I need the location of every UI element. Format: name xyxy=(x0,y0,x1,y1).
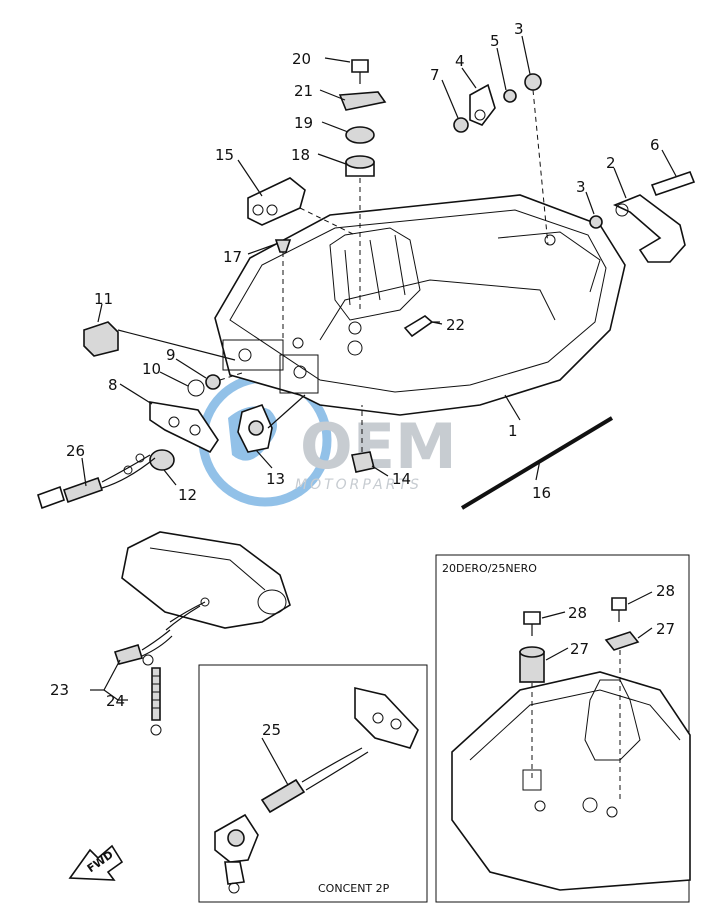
callout-24: 24 xyxy=(106,692,125,710)
plate-part-8 xyxy=(149,401,219,454)
callout-8: 8 xyxy=(108,376,118,394)
bracket-part xyxy=(589,170,696,263)
callout-3-top: 3 xyxy=(514,20,524,38)
model-box-title: 20DERO/25NERO xyxy=(442,562,537,575)
callout-11: 11 xyxy=(94,290,113,308)
callout-12: 12 xyxy=(178,486,197,504)
callout-5: 5 xyxy=(490,32,500,50)
grommet-part-13 xyxy=(237,394,306,453)
cap-part-12 xyxy=(149,449,175,471)
grommet-part-17 xyxy=(274,239,292,340)
callout-27-right: 27 xyxy=(656,620,675,638)
callout-4: 4 xyxy=(455,52,465,70)
callout-3-right: 3 xyxy=(576,178,586,196)
callout-28-right: 28 xyxy=(656,582,675,600)
callout-15: 15 xyxy=(215,146,234,164)
callout-26: 26 xyxy=(66,442,85,460)
callout-23: 23 xyxy=(50,681,69,699)
callout-1: 1 xyxy=(508,422,518,440)
callout-9: 9 xyxy=(166,346,176,364)
plug-part-11 xyxy=(83,321,236,361)
callout-22: 22 xyxy=(446,316,465,334)
callout-18: 18 xyxy=(291,146,310,164)
callout-7: 7 xyxy=(430,66,440,84)
wire-harness-26 xyxy=(37,453,156,510)
callout-20: 20 xyxy=(292,50,311,68)
callout-28-left: 28 xyxy=(568,604,587,622)
cable-parts-23-24 xyxy=(90,629,173,736)
washers-9-10 xyxy=(187,371,246,397)
callout-25: 25 xyxy=(262,721,281,739)
callout-13: 13 xyxy=(266,470,285,488)
callout-16: 16 xyxy=(532,484,551,502)
callout-2: 2 xyxy=(606,154,616,172)
callout-19: 19 xyxy=(294,114,313,132)
callout-10: 10 xyxy=(142,360,161,378)
hinge-part xyxy=(247,177,356,236)
leader-lines xyxy=(81,35,677,661)
concent-box-title: CONCENT 2P xyxy=(318,882,390,895)
callout-labels: 20 21 19 18 15 17 7 4 5 3 6 2 3 11 9 10 … xyxy=(50,20,675,739)
bottom-cowling xyxy=(214,194,626,416)
callout-21: 21 xyxy=(294,82,313,100)
callout-14: 14 xyxy=(392,470,411,488)
watermark-brand: OEM xyxy=(300,410,457,483)
model-variant-box xyxy=(435,554,691,903)
fwd-arrow: FWD xyxy=(68,844,124,881)
concent-2p-box xyxy=(198,664,428,903)
callout-6: 6 xyxy=(650,136,660,154)
callout-27-left: 27 xyxy=(570,640,589,658)
callout-17: 17 xyxy=(223,248,242,266)
small-hardware-top-right xyxy=(453,73,549,246)
lower-cowling-section xyxy=(121,531,291,631)
watermark-tagline: MOTORPARTS xyxy=(295,477,422,493)
center-stack-parts xyxy=(338,59,387,310)
drain-part-14 xyxy=(351,405,375,473)
